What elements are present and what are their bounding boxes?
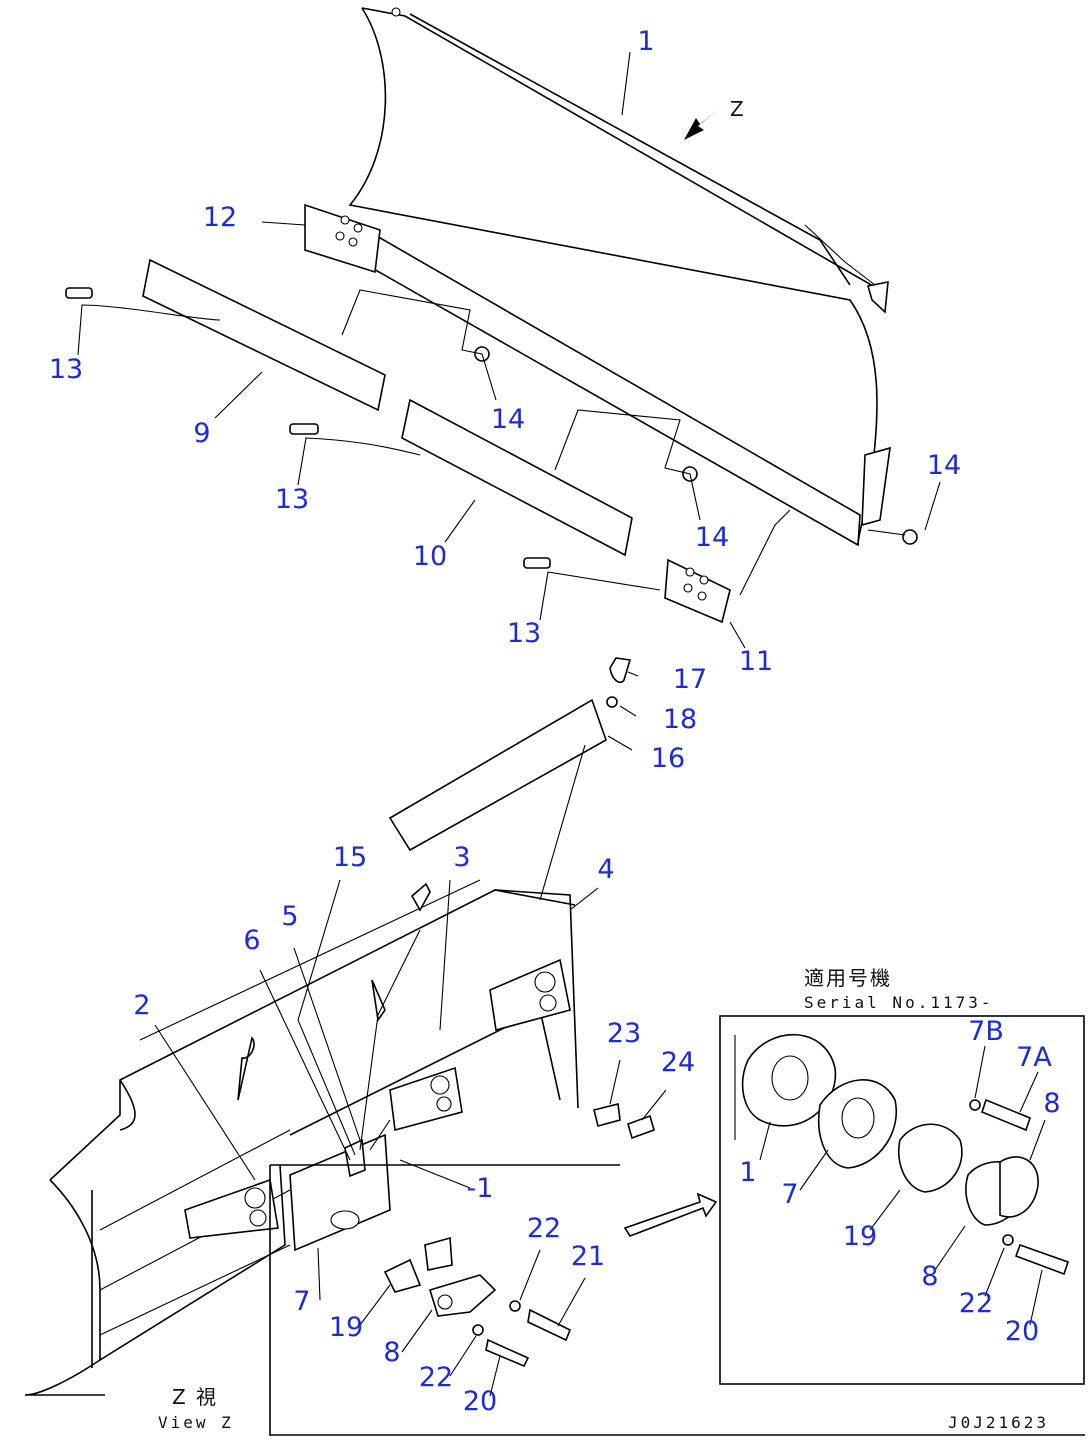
callout-5-17: 5	[281, 901, 298, 932]
detail-arrow	[623, 1192, 718, 1237]
view-arrow-label: Z	[730, 97, 746, 121]
view-z-arrow	[684, 110, 718, 140]
plate-10	[401, 398, 633, 557]
callout-22-23: 22	[527, 1213, 561, 1244]
bracket-11	[664, 558, 731, 624]
bracket-12	[304, 203, 381, 274]
callout-20-29: 20	[463, 1386, 497, 1417]
callout-19-35: 19	[843, 1221, 877, 1252]
drawing-number: J0J21623	[948, 1413, 1049, 1432]
callout-20-38: 20	[1005, 1316, 1039, 1347]
callout-7A-31: 7A	[1016, 1042, 1052, 1073]
serial-label-jp: 適用号機	[804, 966, 892, 990]
callout-16-13: 16	[651, 743, 685, 774]
callout-4-16: 4	[597, 854, 614, 885]
plate-9	[142, 258, 386, 412]
callout-12-1: 12	[203, 202, 237, 233]
callout-15-14: 15	[333, 842, 367, 873]
leader-lines-upper	[77, 51, 941, 649]
bolts-13	[65, 287, 551, 569]
callout-13-5: 13	[275, 484, 309, 515]
callout-22-28: 22	[419, 1362, 453, 1393]
callout-17-11: 17	[673, 664, 707, 695]
callout-1-0: 1	[637, 26, 654, 57]
inset-detail	[719, 1015, 1085, 1385]
callout-14-4: 14	[491, 404, 525, 435]
callout-21-24: 21	[571, 1241, 605, 1272]
view-label-en: View Z	[158, 1413, 234, 1432]
callout-7B-30: 7B	[968, 1016, 1004, 1047]
callout-1-33: 1	[739, 1157, 756, 1188]
callout-6-18: 6	[243, 925, 260, 956]
callout-10-6: 10	[413, 541, 447, 572]
callout-7-25: 7	[293, 1286, 310, 1317]
callout-23-20: 23	[607, 1018, 641, 1049]
callout-8-36: 8	[921, 1261, 938, 1292]
callout-19-26: 19	[329, 1312, 363, 1343]
parts-23-24	[593, 1103, 655, 1140]
blade-frame	[24, 879, 579, 1396]
exploded-parts-left	[317, 1236, 586, 1397]
callout-14-7: 14	[695, 522, 729, 553]
serial-label-en: Serial No.1173-	[804, 993, 994, 1012]
callout-13-2: 13	[49, 354, 83, 385]
callout-8-32: 8	[1043, 1088, 1060, 1119]
grease-fitting-15	[410, 882, 431, 912]
callout-13-9: 13	[507, 618, 541, 649]
callout-18-12: 18	[663, 704, 697, 735]
blade-mount-beam	[371, 233, 861, 547]
blade-moldboard	[348, 7, 891, 546]
detail-box-left	[269, 1164, 1085, 1436]
leader-lines-lower	[154, 879, 667, 1189]
annotations: Z 適用号機 Serial No.1173- Z 視 View Z J0J216…	[158, 97, 1049, 1432]
nuts-14	[474, 346, 918, 545]
callout-3-15: 3	[453, 842, 470, 873]
view-label-jp: Z 視	[172, 1385, 218, 1409]
callout-24-21: 24	[661, 1047, 695, 1078]
callout-11-10: 11	[739, 646, 773, 677]
callout-9-3: 9	[193, 418, 210, 449]
callout-8-27: 8	[383, 1337, 400, 1368]
callout-14-8: 14	[927, 450, 961, 481]
callout-1-22: -1	[467, 1173, 494, 1204]
cover-plate-16	[388, 657, 639, 901]
callout-7-34: 7	[781, 1179, 798, 1210]
callout-22-37: 22	[959, 1288, 993, 1319]
callout-2-19: 2	[133, 990, 150, 1021]
